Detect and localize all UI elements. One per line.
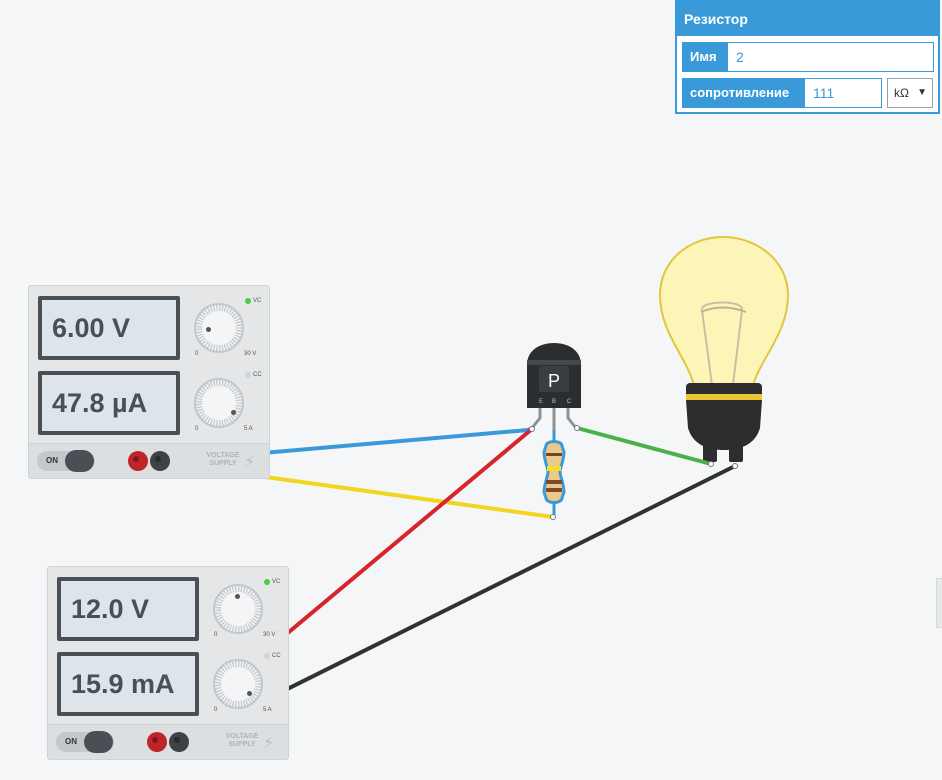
- cc-label: CC: [272, 653, 281, 659]
- cc-label: CC: [253, 372, 262, 378]
- lightning-icon: ⚡: [244, 454, 256, 471]
- brand-label: VOLTAGE SUPPLY: [206, 452, 240, 467]
- voltage-knob-min: 0: [195, 351, 199, 357]
- panel-title: Резистор: [677, 2, 938, 36]
- current-knob-indicator: [247, 691, 252, 696]
- name-label: Имя: [682, 42, 727, 72]
- power-switch-label: ON: [65, 737, 77, 746]
- power-switch[interactable]: ON: [56, 731, 114, 753]
- current-display: 15.9 mA: [57, 652, 199, 716]
- negative-terminal[interactable]: [150, 451, 170, 471]
- resistance-label: сопротивление: [682, 78, 804, 108]
- current-knob-min: 0: [214, 707, 218, 713]
- resistance-input[interactable]: [804, 78, 882, 108]
- current-knob[interactable]: [194, 378, 244, 428]
- power-switch-label: ON: [46, 456, 58, 465]
- brand-label: VOLTAGE SUPPLY: [225, 733, 259, 748]
- current-knob-min: 0: [195, 426, 199, 432]
- voltage-knob-indicator: [235, 594, 240, 599]
- transistor-pin-c-label: C: [567, 399, 572, 405]
- name-input[interactable]: [727, 42, 934, 72]
- wire-green[interactable]: [575, 426, 713, 466]
- current-readout: 15.9 mA: [61, 656, 195, 712]
- current-display: 47.8 µA: [38, 371, 180, 435]
- current-knob-indicator: [231, 410, 236, 415]
- unit-select[interactable]: kΩ ▼: [887, 78, 933, 108]
- voltage-knob[interactable]: [194, 303, 244, 353]
- vc-indicator-led: [245, 298, 251, 304]
- power-switch-thumb: [65, 450, 94, 472]
- psu-bottom-bar: ON VOLTAGE SUPPLY ⚡: [29, 443, 269, 478]
- voltage-display: 6.00 V: [38, 296, 180, 360]
- voltage-knob-min: 0: [214, 632, 218, 638]
- resistor[interactable]: [542, 430, 566, 516]
- cc-indicator-led: [245, 372, 251, 378]
- transistor-type-label: P: [548, 371, 560, 391]
- unit-select-value: kΩ: [894, 86, 909, 100]
- voltage-knob[interactable]: [213, 584, 263, 634]
- negative-terminal[interactable]: [169, 732, 189, 752]
- voltage-knob-indicator: [206, 327, 211, 332]
- transistor-pin-e-label: E: [539, 399, 543, 405]
- psu-bottom-bar: ON VOLTAGE SUPPLY ⚡: [48, 724, 288, 759]
- positive-terminal[interactable]: [147, 732, 167, 752]
- light-bulb[interactable]: [658, 235, 790, 462]
- voltage-readout: 12.0 V: [61, 581, 195, 637]
- lightning-icon: ⚡: [263, 735, 275, 752]
- resistor-properties-panel: Резистор Имя сопротивление kΩ ▼: [675, 0, 940, 114]
- power-supply-1[interactable]: 6.00 V 47.8 µA VC 0 30 V CC 0 5 A ON VOL…: [28, 285, 270, 479]
- cc-indicator-led: [264, 653, 270, 659]
- vc-indicator-led: [264, 579, 270, 585]
- side-scroll-tab[interactable]: [936, 578, 942, 628]
- transistor-pin-b-label: B: [552, 399, 556, 405]
- voltage-knob-max: 30 V: [244, 351, 257, 357]
- voltage-readout: 6.00 V: [42, 300, 176, 356]
- power-switch-thumb: [84, 731, 113, 753]
- current-knob[interactable]: [213, 659, 263, 709]
- current-knob-max: 5 A: [263, 707, 272, 713]
- voltage-knob-max: 30 V: [263, 632, 276, 638]
- current-knob-max: 5 A: [244, 426, 253, 432]
- vc-label: VC: [253, 298, 262, 304]
- power-switch[interactable]: ON: [37, 450, 95, 472]
- resistance-row: сопротивление kΩ ▼: [682, 78, 934, 108]
- power-supply-2[interactable]: 12.0 V 15.9 mA VC 0 30 V CC 0 5 A ON VOL…: [47, 566, 289, 760]
- current-readout: 47.8 µA: [42, 375, 176, 431]
- positive-terminal[interactable]: [128, 451, 148, 471]
- transistor[interactable]: P E B C: [527, 343, 581, 430]
- name-row: Имя: [682, 42, 934, 72]
- voltage-display: 12.0 V: [57, 577, 199, 641]
- vc-label: VC: [272, 579, 281, 585]
- chevron-down-icon: ▼: [917, 87, 927, 98]
